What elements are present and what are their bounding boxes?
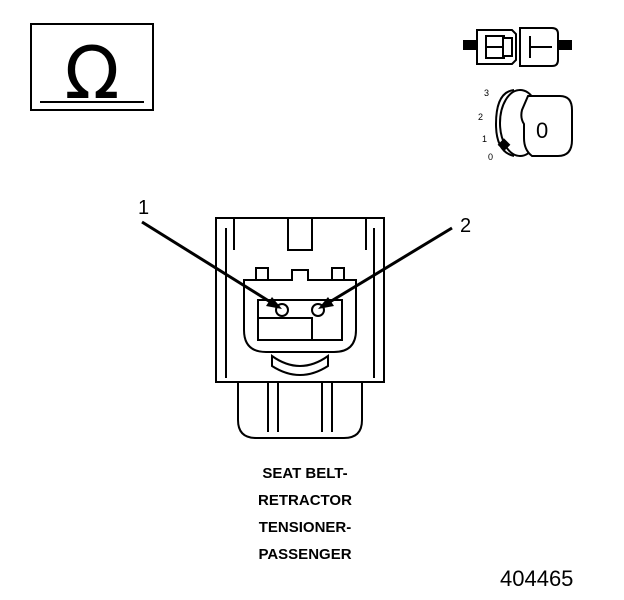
component-caption: SEAT BELT- RETRACTOR TENSIONER- PASSENGE…	[205, 460, 405, 568]
pin-2-pointer	[318, 226, 453, 309]
caption-line-2: RETRACTOR	[258, 492, 352, 509]
key-position-3: 3	[484, 88, 489, 98]
disconnected-connector-icon	[463, 27, 572, 67]
key-position-1: 1	[482, 134, 487, 144]
ohmmeter-icon: Ω	[30, 23, 154, 115]
connector-body	[215, 217, 385, 439]
ignition-key-icon: 3 2 1 0 0	[478, 88, 573, 162]
key-position-label: 0	[536, 118, 548, 143]
caption-line-1: SEAT BELT-	[262, 465, 348, 482]
pin-1-label: 1	[138, 197, 149, 219]
pin-1-pointer	[141, 220, 282, 309]
pin-2-label: 2	[460, 215, 471, 237]
caption-line-3: TENSIONER-	[258, 519, 352, 536]
key-position-0: 0	[488, 152, 493, 162]
caption-line-4: PASSENGER	[258, 546, 352, 563]
key-position-2: 2	[478, 112, 483, 122]
figure-id: 404465	[500, 566, 574, 591]
